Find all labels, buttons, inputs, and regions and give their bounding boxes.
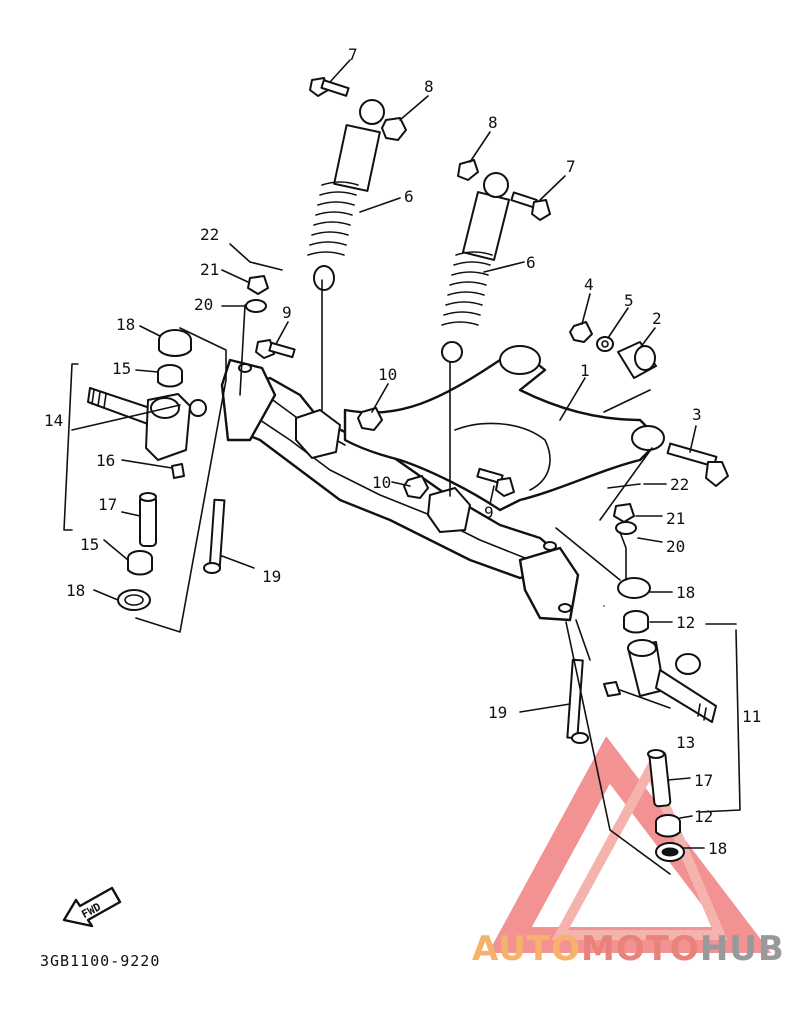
leader-lines xyxy=(63,59,741,875)
callout-17: 17 xyxy=(98,495,117,514)
callout-6: 6 xyxy=(404,187,414,206)
callout-20: 20 xyxy=(666,537,685,556)
callout-3: 3 xyxy=(692,405,702,424)
cap-18-right-top xyxy=(617,577,651,599)
callout-1: 1 xyxy=(580,361,590,380)
washer-20-left xyxy=(245,299,267,313)
callout-7: 7 xyxy=(566,157,576,176)
bushing-2 xyxy=(617,341,657,379)
washer-5 xyxy=(596,336,614,352)
callout-22: 22 xyxy=(670,475,689,494)
callout-4: 4 xyxy=(584,275,594,294)
callout-10: 10 xyxy=(372,473,391,492)
callout-22: 22 xyxy=(200,225,219,244)
kingpin-19-left xyxy=(203,498,226,574)
callout-labels: 7 8 8 7 6 6 22 21 20 9 10 4 5 2 18 15 14… xyxy=(44,45,761,858)
callout-15: 15 xyxy=(80,535,99,554)
bolt-3 xyxy=(666,442,729,487)
callout-12: 12 xyxy=(676,613,695,632)
nut-21-left xyxy=(247,275,269,295)
callout-17: 17 xyxy=(694,771,713,790)
callout-20: 20 xyxy=(194,295,213,314)
callout-19: 19 xyxy=(488,703,507,722)
callout-7: 7 xyxy=(348,45,358,64)
nut-8-right xyxy=(457,159,479,181)
callout-12: 12 xyxy=(694,807,713,826)
nut-10-lower xyxy=(403,475,429,499)
seal-15-left-bottom xyxy=(127,550,153,576)
callout-5: 5 xyxy=(624,291,634,310)
watermark-moto: MOTO xyxy=(581,929,700,969)
callout-15: 15 xyxy=(112,359,131,378)
callout-2: 2 xyxy=(652,309,662,328)
main-frame xyxy=(220,345,665,622)
nut-21-right xyxy=(613,503,635,523)
callout-18: 18 xyxy=(708,839,727,858)
callout-21: 21 xyxy=(666,509,685,528)
bolt-7-right xyxy=(510,191,551,221)
seal-12-right-bottom xyxy=(655,814,681,838)
kingpin-19-right xyxy=(566,658,589,744)
washer-20-right xyxy=(615,521,637,535)
grease-nipple-13 xyxy=(603,681,621,697)
callout-9: 9 xyxy=(484,503,494,522)
collar-17-right xyxy=(647,749,672,808)
shock-absorber-right xyxy=(441,172,511,363)
callout-11: 11 xyxy=(742,707,761,726)
fwd-arrow: FWD xyxy=(62,886,122,928)
callout-14: 14 xyxy=(44,411,63,430)
part-code: 3GB1100-9220 xyxy=(40,952,160,970)
bolt-9-left xyxy=(255,339,296,359)
cotter-pin-22-left xyxy=(249,261,283,271)
cap-18-left-top xyxy=(158,329,192,357)
collar-17-left xyxy=(139,492,157,547)
callout-18: 18 xyxy=(676,583,695,602)
watermark-text: AUTOMOTOHUB xyxy=(472,929,785,969)
callout-8: 8 xyxy=(488,113,498,132)
bolt-9-right xyxy=(476,467,515,497)
callout-9: 9 xyxy=(282,303,292,322)
callout-19: 19 xyxy=(262,567,281,586)
callout-18: 18 xyxy=(116,315,135,334)
callout-13: 13 xyxy=(676,733,695,752)
seal-12-right-top xyxy=(623,610,649,634)
callout-10: 10 xyxy=(378,365,397,384)
watermark-auto: AUTO xyxy=(472,929,581,969)
nut-4 xyxy=(569,321,593,343)
seal-15-left-top xyxy=(157,364,183,388)
bolt-7-left xyxy=(309,77,350,97)
cap-18-right-bottom xyxy=(655,842,685,862)
cap-18-left-bottom xyxy=(117,589,151,611)
shock-absorber-left xyxy=(307,99,385,291)
callout-21: 21 xyxy=(200,260,219,279)
callout-6: 6 xyxy=(526,253,536,272)
callout-16: 16 xyxy=(96,451,115,470)
callout-18: 18 xyxy=(66,581,85,600)
nut-10-upper xyxy=(357,407,383,431)
knuckle-11-right xyxy=(627,639,717,723)
knuckle-14-left xyxy=(87,387,207,461)
nut-8-left xyxy=(381,117,407,141)
watermark-hub: HUB xyxy=(700,929,785,969)
grease-nipple-16 xyxy=(171,463,185,479)
callout-8: 8 xyxy=(424,77,434,96)
